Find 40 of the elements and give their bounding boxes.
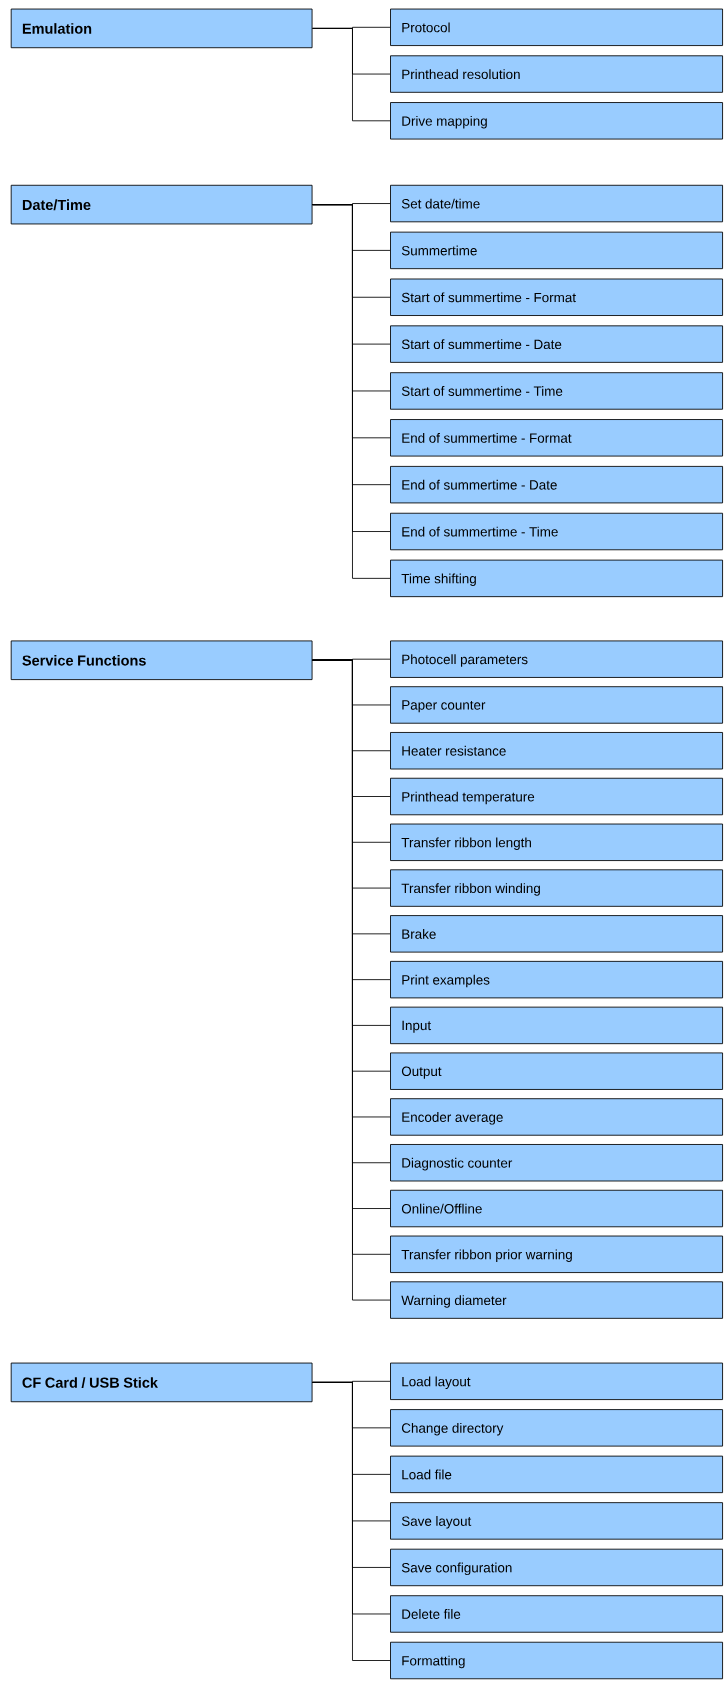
- submenu-box: Encoder average: [389, 1098, 723, 1136]
- submenu-box: Set date/time: [389, 184, 723, 223]
- submenu-box: Transfer ribbon prior warning: [389, 1235, 723, 1273]
- submenu-box: Load layout: [389, 1362, 723, 1400]
- submenu-box: Warning diameter: [389, 1281, 723, 1319]
- submenu-box: Start of summertime - Format: [389, 278, 723, 316]
- submenu-box: Diagnostic counter: [389, 1144, 723, 1182]
- submenu-box: Input: [389, 1006, 723, 1045]
- submenu-box: Delete file: [389, 1595, 723, 1633]
- submenu-box: Formatting: [389, 1641, 723, 1680]
- submenu-box: Change directory: [389, 1409, 723, 1447]
- submenu-box: Start of summertime - Time: [389, 372, 723, 410]
- menu-box: CF Card / USB Stick: [10, 1362, 313, 1403]
- submenu-box: Printhead resolution: [389, 55, 723, 93]
- submenu-box: Save layout: [389, 1502, 723, 1540]
- submenu-box: Protocol: [389, 8, 723, 46]
- submenu-box: End of summertime - Time: [389, 512, 723, 551]
- submenu-box: Transfer ribbon winding: [389, 869, 723, 907]
- submenu-box: Online/Offline: [389, 1189, 723, 1228]
- submenu-box: Transfer ribbon length: [389, 823, 723, 861]
- submenu-box: End of summertime - Format: [389, 419, 723, 457]
- submenu-box: Output: [389, 1052, 723, 1090]
- submenu-box: Printhead temperature: [389, 777, 723, 816]
- connector-line: [311, 27, 391, 122]
- submenu-box: Heater resistance: [389, 732, 723, 770]
- connector-line: [311, 1381, 391, 1661]
- submenu-box: Time shifting: [389, 559, 723, 598]
- menu-box: Date/Time: [10, 184, 313, 225]
- menu-box: Emulation: [10, 8, 313, 49]
- submenu-box: Drive mapping: [389, 102, 723, 140]
- submenu-box: End of summertime - Date: [389, 465, 723, 504]
- submenu-box: Save configuration: [389, 1548, 723, 1587]
- submenu-box: Summertime: [389, 231, 723, 270]
- submenu-box: Paper counter: [389, 686, 723, 724]
- menu-box: Service Functions: [10, 640, 313, 681]
- submenu-box: Photocell parameters: [389, 640, 723, 678]
- submenu-box: Load file: [389, 1455, 723, 1494]
- submenu-box: Start of summertime - Date: [389, 325, 723, 363]
- submenu-box: Brake: [389, 915, 723, 953]
- submenu-box: Print examples: [389, 960, 723, 999]
